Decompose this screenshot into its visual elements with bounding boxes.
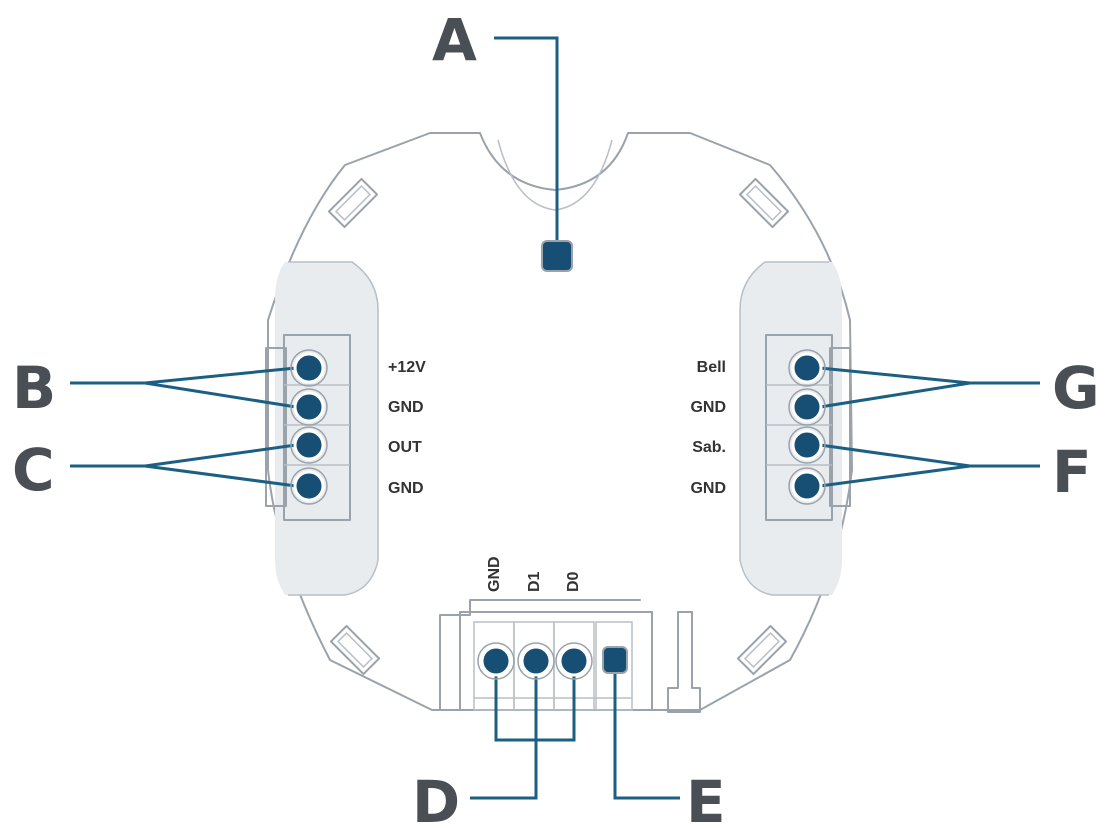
right-pin-dot	[791, 429, 823, 461]
left-pin-label: GND	[388, 399, 424, 416]
corner-clip-bottom-left	[329, 624, 381, 676]
callout-b: B	[12, 354, 56, 422]
left-pin-label: GND	[388, 480, 424, 497]
corner-clip-bottom-right	[736, 624, 788, 676]
right-pin-dot	[791, 352, 823, 384]
left-pin-dot	[293, 470, 325, 502]
leader-d	[470, 668, 576, 800]
point-a	[541, 240, 573, 272]
leader-b	[70, 366, 297, 409]
leader-f	[819, 443, 1040, 488]
tamper-lever	[667, 611, 701, 713]
right-pin-labels: Bell GND Sab. GND	[690, 359, 726, 497]
leader-g	[819, 366, 1040, 409]
left-pin-labels: +12V GND OUT GND	[388, 359, 426, 497]
callout-f: F	[1052, 438, 1092, 506]
left-pin-label: OUT	[388, 439, 422, 456]
left-pin-label: +12V	[388, 359, 426, 376]
left-pin-dot	[293, 391, 325, 423]
bottom-pin-label: D0	[565, 571, 582, 592]
bottom-pin-dot	[558, 645, 590, 677]
corner-clip-top-right	[738, 177, 790, 229]
leader-a	[494, 36, 559, 243]
point-e	[602, 646, 628, 674]
bottom-pin-dot	[520, 645, 552, 677]
bottom-pin-label: D1	[526, 571, 543, 592]
leader-lines	[70, 36, 1040, 800]
callout-d: D	[412, 768, 460, 829]
right-pin-label: GND	[690, 399, 726, 416]
left-flange	[275, 262, 378, 595]
left-flange-edge	[288, 261, 379, 596]
callout-c: C	[12, 436, 55, 504]
left-terminal-block	[265, 334, 351, 521]
right-pin-label: Bell	[697, 359, 726, 376]
connection-points	[290, 240, 826, 680]
callout-g: G	[1052, 354, 1100, 422]
callout-a: A	[432, 6, 477, 74]
device-housing	[265, 132, 853, 713]
right-pin-dot	[791, 470, 823, 502]
callout-letters: A B C G F D E	[12, 6, 1100, 829]
corner-clip-top-left	[327, 177, 379, 229]
right-flange-edge	[739, 261, 829, 596]
bottom-pin-labels: GND D1 D0	[486, 556, 582, 592]
right-pin-dot	[791, 391, 823, 423]
left-pin-dot	[293, 429, 325, 461]
right-pin-label: Sab.	[692, 439, 726, 456]
top-notch	[497, 139, 613, 211]
right-flange	[740, 262, 842, 595]
leader-c	[70, 443, 297, 488]
bottom-pin-dot	[480, 645, 512, 677]
callout-e: E	[686, 768, 726, 829]
right-pin-label: GND	[690, 480, 726, 497]
leader-e	[613, 668, 680, 800]
right-terminal-block	[765, 334, 851, 521]
left-pin-dot	[293, 352, 325, 384]
bottom-pin-label: GND	[486, 556, 503, 592]
